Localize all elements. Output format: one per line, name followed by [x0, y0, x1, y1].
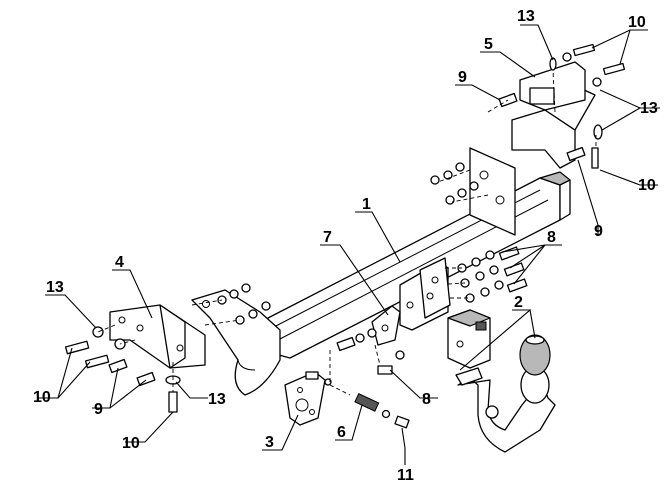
callout-labels: 1 2 3 4 5 6 7 8 8 9 9 9 10 10 10 10 11 1…	[33, 8, 658, 484]
callout-9-top: 9	[458, 69, 467, 86]
callout-13-right: 13	[640, 100, 658, 117]
upper-bracket-5	[511, 61, 596, 169]
callout-10-bottom: 10	[122, 435, 140, 452]
leader-lines	[38, 24, 660, 465]
tow-ball-assembly	[455, 334, 556, 453]
callout-10-left: 10	[33, 389, 51, 406]
assembly-lines	[97, 69, 597, 396]
callout-5: 5	[484, 36, 493, 53]
socket-plate-3	[284, 371, 326, 426]
callout-2: 2	[514, 294, 523, 311]
left-curved-end	[191, 289, 281, 396]
callout-9-right: 9	[594, 223, 603, 240]
small-bracket-7	[371, 305, 401, 346]
callout-10-right: 10	[638, 177, 656, 194]
callout-11: 11	[397, 467, 414, 484]
main-crossbar	[267, 171, 571, 359]
callout-1: 1	[362, 196, 371, 213]
callout-13-top: 13	[517, 8, 535, 25]
callout-4: 4	[115, 254, 124, 271]
callout-7: 7	[323, 229, 332, 246]
ball-mount-plate	[399, 257, 451, 331]
right-side-plate	[469, 147, 516, 236]
receiver-block	[447, 309, 491, 369]
callout-3: 3	[265, 434, 274, 451]
callout-8-right: 8	[547, 229, 556, 246]
callout-6: 6	[337, 424, 346, 441]
callout-8-lower: 8	[422, 391, 431, 408]
callout-10-top-right: 10	[628, 14, 646, 31]
callout-9-left: 9	[94, 401, 103, 418]
left-bracket-4	[109, 304, 206, 369]
callout-13-bottom: 13	[208, 391, 226, 408]
callout-13-left: 13	[46, 279, 64, 296]
